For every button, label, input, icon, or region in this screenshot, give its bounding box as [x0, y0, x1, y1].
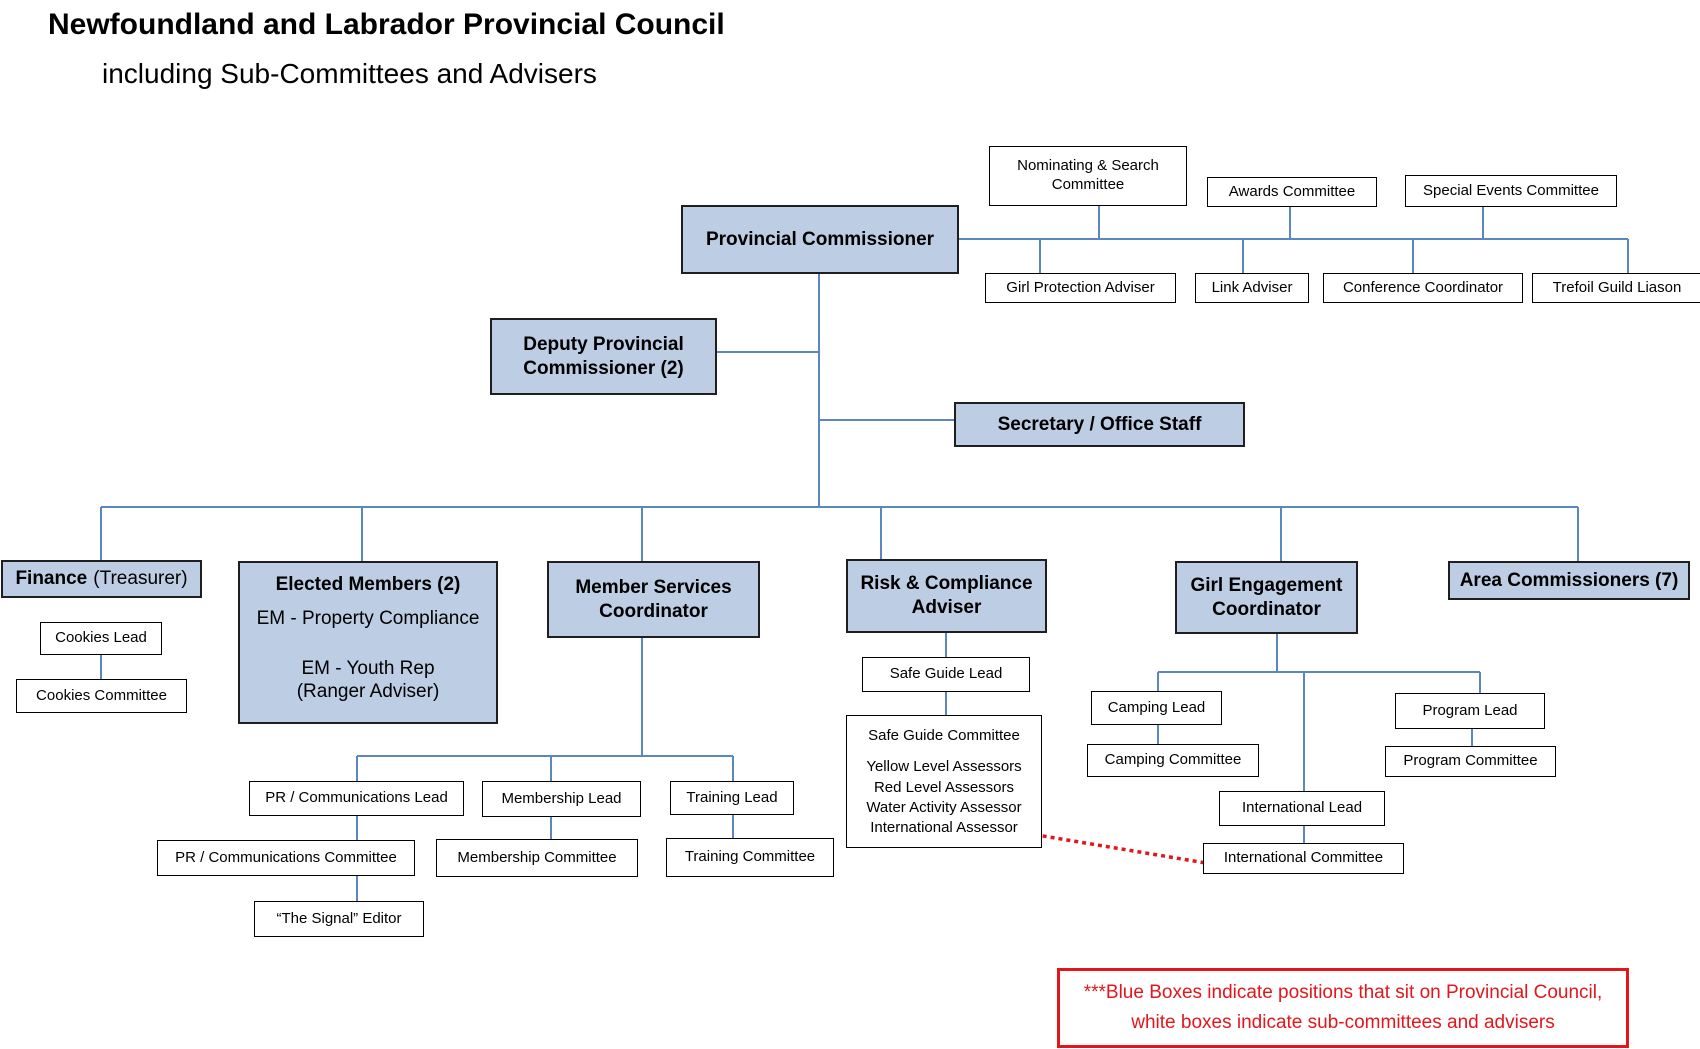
trefoil-guild-liason-box: Trefoil Guild Liason [1532, 273, 1700, 303]
member-services-label-line1: Member Services [575, 576, 732, 598]
girl-protection-label: Girl Protection Adviser [1006, 278, 1155, 296]
provincial-commissioner-box: Provincial Commissioner [681, 205, 959, 274]
camping-committee-box: Camping Committee [1087, 744, 1259, 777]
cookies-lead-label: Cookies Lead [55, 629, 147, 647]
international-lead-label: International Lead [1241, 799, 1363, 817]
conference-coordinator-box: Conference Coordinator [1323, 273, 1523, 303]
awards-committee-label: Awards Committee [1228, 182, 1356, 200]
pr-committee-label: PR / Communications Committee [175, 848, 397, 866]
nominating-label-line2: Committee [1051, 176, 1125, 193]
area-commissioners-box: Area Commissioners (7) [1448, 561, 1690, 600]
cookies-lead-box: Cookies Lead [40, 622, 162, 655]
program-committee-box: Program Committee [1385, 746, 1556, 777]
page-subtitle: including Sub-Committees and Advisers [102, 58, 597, 89]
membership-committee-box: Membership Committee [436, 839, 638, 877]
program-committee-label: Program Committee [1403, 752, 1538, 770]
international-committee-box: International Committee [1203, 843, 1404, 874]
camping-lead-label: Camping Lead [1107, 698, 1206, 716]
risk-compliance-adviser-box: Risk & Compliance Adviser [846, 559, 1047, 633]
program-lead-label: Program Lead [1422, 701, 1518, 719]
elected-youth-label: EM - Youth Rep [301, 657, 435, 679]
elected-members-title: Elected Members (2) [275, 574, 461, 595]
camping-committee-label: Camping Committee [1104, 751, 1242, 769]
secretary-label: Secretary / Office Staff [997, 413, 1202, 435]
girl-engagement-label-line2: Coordinator [1212, 598, 1321, 620]
girl-engagement-label-line1: Girl Engagement [1190, 574, 1343, 596]
pr-communications-lead-box: PR / Communications Lead [249, 781, 464, 816]
awards-committee-box: Awards Committee [1207, 177, 1377, 207]
pr-communications-committee-box: PR / Communications Committee [157, 840, 415, 876]
safe-guide-committee-label: Safe Guide Committee [868, 727, 1020, 744]
yellow-assessors-label: Yellow Level Assessors [866, 758, 1022, 776]
legend-line2: white boxes indicate sub-committees and … [1131, 1012, 1555, 1033]
pr-lead-label: PR / Communications Lead [265, 789, 448, 807]
signal-editor-label: “The Signal” Editor [276, 909, 402, 927]
special-events-committee-box: Special Events Committee [1405, 175, 1617, 207]
safe-guide-lead-label: Safe Guide Lead [889, 665, 1003, 683]
training-lead-box: Training Lead [670, 781, 794, 815]
conference-coordinator-label: Conference Coordinator [1342, 278, 1504, 296]
special-events-label: Special Events Committee [1423, 181, 1599, 199]
camping-lead-box: Camping Lead [1091, 691, 1222, 725]
training-committee-box: Training Committee [666, 838, 834, 877]
trefoil-label: Trefoil Guild Liason [1552, 278, 1682, 296]
deputy-provincial-commissioner-box: Deputy Provincial Commissioner (2) [490, 318, 717, 395]
finance-label: Finance [15, 568, 88, 590]
signal-editor-box: “The Signal” Editor [254, 901, 424, 937]
membership-lead-label: Membership Lead [501, 789, 622, 807]
girl-protection-adviser-box: Girl Protection Adviser [985, 273, 1176, 303]
link-adviser-box: Link Adviser [1195, 273, 1309, 303]
secretary-office-staff-box: Secretary / Office Staff [954, 402, 1245, 447]
legend-line1: ***Blue Boxes indicate positions that si… [1083, 981, 1603, 1003]
cookies-committee-box: Cookies Committee [16, 679, 187, 713]
link-adviser-label: Link Adviser [1211, 278, 1293, 296]
program-lead-box: Program Lead [1395, 693, 1545, 729]
training-committee-label: Training Committee [684, 848, 816, 866]
training-lead-label: Training Lead [686, 788, 778, 806]
provincial-commissioner-label: Provincial Commissioner [705, 228, 935, 250]
finance-treasurer-label: (Treasurer) [93, 568, 188, 590]
membership-lead-box: Membership Lead [482, 781, 641, 817]
elected-members-box: Elected Members (2) EM - Property Compli… [238, 561, 498, 724]
nominating-search-committee-box: Nominating & Search Committee [989, 146, 1187, 206]
water-assessor-label: Water Activity Assessor [866, 798, 1022, 816]
deputy-label-line1: Deputy Provincial [523, 333, 684, 355]
cookies-committee-label: Cookies Committee [36, 686, 167, 704]
elected-property-label: EM - Property Compliance [256, 607, 480, 629]
member-services-label-line2: Coordinator [599, 600, 708, 622]
membership-committee-label: Membership Committee [457, 848, 617, 866]
finance-box: Finance (Treasurer) [1, 560, 202, 598]
international-committee-label: International Committee [1223, 849, 1384, 867]
red-assessors-label: Red Level Assessors [873, 778, 1015, 796]
page-title: Newfoundland and Labrador Provincial Cou… [48, 8, 725, 41]
international-lead-box: International Lead [1219, 791, 1385, 826]
elected-ranger-label: (Ranger Adviser) [296, 681, 440, 703]
risk-label-line1: Risk & Compliance [860, 573, 1033, 595]
girl-engagement-coordinator-box: Girl Engagement Coordinator [1175, 561, 1358, 634]
legend-box: ***Blue Boxes indicate positions that si… [1057, 968, 1629, 1048]
risk-label-line2: Adviser [911, 597, 982, 618]
deputy-label-line2: Commissioner (2) [523, 357, 684, 379]
safe-guide-lead-box: Safe Guide Lead [862, 657, 1030, 692]
safe-guide-committee-box: Safe Guide Committee Yellow Level Assess… [846, 715, 1042, 848]
international-assessor-label: International Assessor [870, 819, 1018, 836]
nominating-label-line1: Nominating & Search [1017, 157, 1159, 175]
member-services-coordinator-box: Member Services Coordinator [547, 561, 760, 638]
area-commissioners-label: Area Commissioners (7) [1459, 569, 1679, 591]
